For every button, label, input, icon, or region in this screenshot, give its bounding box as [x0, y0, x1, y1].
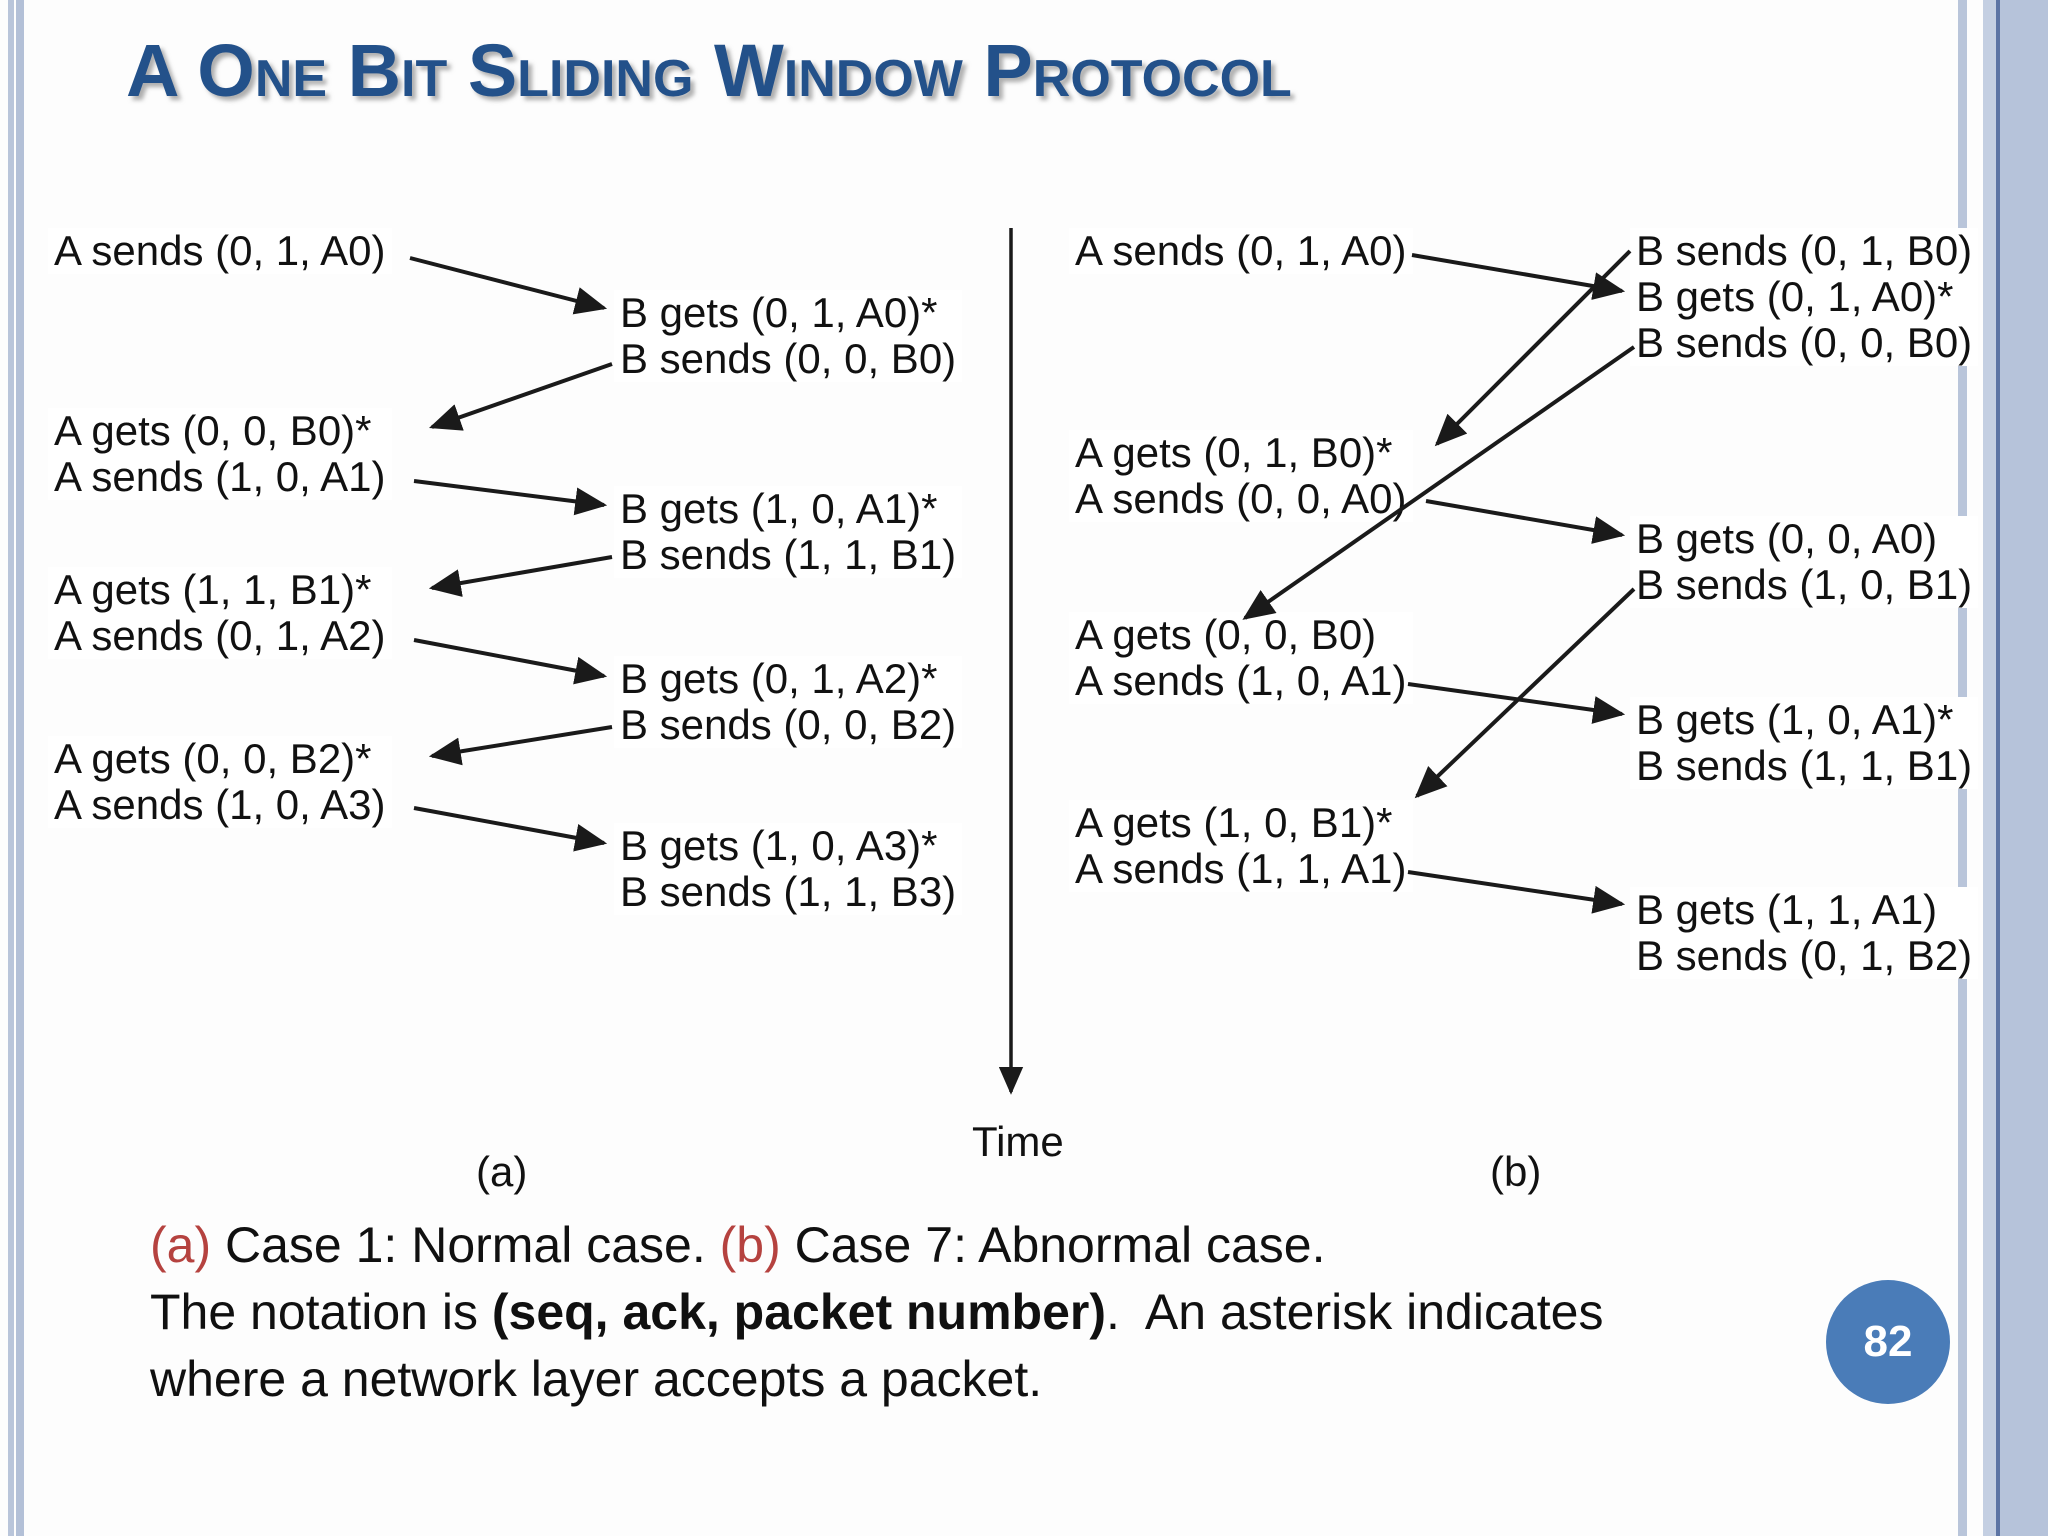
message-line: A gets (1, 0, B1)*: [1075, 799, 1393, 846]
message-line: B gets (0, 1, A0)*: [1636, 273, 1954, 320]
panel-a-host-b-block-1: B gets (0, 1, A0)* B sends (0, 0, B0): [614, 289, 963, 382]
message-line: B gets (1, 0, A1)*: [1636, 696, 1954, 743]
message-line: A sends (1, 0, A3): [54, 781, 386, 828]
caption-text: Case 1: Normal case.: [211, 1217, 720, 1273]
panel-b-host-a-block-1: A sends (0, 1, A0): [1069, 228, 1413, 274]
panel-a-host-a-block-1: A sends (0, 1, A0): [48, 228, 392, 274]
left-edge-bar-outer: [8, 0, 14, 1536]
arrow-a5-a-to-b: [413, 638, 608, 685]
panel-b-host-b-block-1: B sends (0, 1, B0) B gets (0, 1, A0)* B …: [1630, 227, 1979, 366]
caption-text: Case 7: Abnormal case.: [780, 1217, 1326, 1273]
panel-a-host-b-block-4: B gets (1, 0, A3)* B sends (1, 1, B3): [614, 822, 963, 915]
arrow-a3-a-to-b: [413, 479, 608, 516]
panel-b-host-b-block-3: B gets (1, 0, A1)* B sends (1, 1, B1): [1630, 696, 1979, 789]
panel-b-host-a-block-2: A gets (0, 1, B0)* A sends (0, 0, A0): [1069, 430, 1413, 522]
time-axis-label: Time: [972, 1118, 1064, 1165]
panel-a-host-b-block-2: B gets (1, 0, A1)* B sends (1, 1, B1): [614, 485, 963, 578]
message-line: B sends (0, 1, B0): [1636, 227, 1973, 274]
panel-b-label: (b): [1490, 1148, 1542, 1195]
panel-a-host-a-block-4: A gets (0, 0, B2)* A sends (1, 0, A3): [48, 736, 392, 828]
panel-b-host-a-block-3: A gets (0, 0, B0) A sends (1, 0, A1): [1069, 612, 1413, 704]
message-line: B sends (0, 0, B0): [1636, 319, 1973, 366]
arrow-a1-a-to-b: [409, 256, 608, 315]
panel-a-label: (a): [476, 1148, 528, 1195]
message-line: A gets (0, 0, B0)*: [54, 407, 372, 454]
arrow-b5-a-to-b: [1407, 682, 1626, 724]
caption-text: The notation is: [150, 1284, 492, 1340]
message-line: A gets (1, 1, B1)*: [54, 566, 372, 613]
panel-a-host-a-block-3: A gets (1, 1, B1)* A sends (0, 1, A2): [48, 567, 392, 659]
arrow-b2-b-to-a: [1434, 249, 1632, 447]
page-number-badge: 82: [1826, 1280, 1950, 1404]
message-line: A sends (0, 1, A0): [54, 227, 386, 274]
message-line: B gets (0, 1, A2)*: [620, 655, 938, 702]
message-line: B sends (0, 0, B2): [620, 701, 957, 748]
panel-b-host-b-block-4: B gets (1, 1, A1) B sends (0, 1, B2): [1630, 886, 1979, 979]
arrow-b7-a-to-b: [1407, 870, 1626, 914]
arrow-a6-b-to-a: [428, 725, 613, 766]
page-number: 82: [1863, 1317, 1913, 1366]
message-line: B gets (1, 0, A3)*: [620, 822, 938, 869]
message-line: B gets (1, 0, A1)*: [620, 485, 938, 532]
left-edge-bar-inner: [16, 0, 24, 1536]
caption-marker-a: (a): [150, 1217, 212, 1273]
right-edge-band-line: [1996, 0, 2000, 1536]
panel-b-host-b-block-2: B gets (0, 0, A0) B sends (1, 0, B1): [1630, 515, 1979, 608]
caption-line-3: where a network layer accepts a packet.: [150, 1351, 1043, 1407]
message-line: B sends (0, 1, B2): [1636, 932, 1973, 979]
right-edge-band: [1983, 0, 2048, 1536]
arrow-b3-a-to-b: [1425, 499, 1626, 544]
arrow-a7-a-to-b: [413, 806, 608, 852]
message-line: B sends (1, 1, B3): [620, 868, 957, 915]
message-line: A sends (0, 1, A2): [54, 612, 386, 659]
right-edge-band-right: [2000, 0, 2048, 1536]
message-line: A sends (0, 0, A0): [1075, 475, 1407, 522]
arrow-a4-b-to-a: [428, 555, 613, 597]
message-line: A gets (0, 0, B0): [1075, 611, 1377, 658]
message-line: A sends (1, 0, A1): [54, 453, 386, 500]
caption-line-1: (a) Case 1: Normal case. (b) Case 7: Abn…: [150, 1212, 1603, 1279]
panel-a-host-b-block-3: B gets (0, 1, A2)* B sends (0, 0, B2): [614, 655, 963, 748]
message-line: A sends (1, 1, A1): [1075, 845, 1407, 892]
caption-marker-b: (b): [719, 1217, 781, 1273]
message-line: B sends (1, 1, B1): [620, 531, 957, 578]
message-line: A sends (0, 1, A0): [1075, 227, 1407, 274]
caption-text: . An asterisk indicates: [1106, 1284, 1604, 1340]
slide-title: A One Bit Sliding Window Protocol: [126, 29, 1292, 112]
panel-b-host-a-block-4: A gets (1, 0, B1)* A sends (1, 1, A1): [1069, 800, 1413, 892]
message-line: A gets (0, 0, B2)*: [54, 735, 372, 782]
arrow-b1-a-to-b: [1411, 253, 1626, 300]
caption-notation: (seq, ack, packet number): [491, 1284, 1106, 1340]
message-line: B gets (0, 1, A0)*: [620, 289, 938, 336]
message-line: A gets (0, 1, B0)*: [1075, 429, 1393, 476]
message-line: B gets (1, 1, A1): [1636, 886, 1938, 933]
message-line: B gets (0, 0, A0): [1636, 515, 1938, 562]
arrow-a2-b-to-a: [428, 362, 613, 431]
message-line: B sends (1, 1, B1): [1636, 742, 1973, 789]
message-line: B sends (0, 0, B0): [620, 335, 957, 382]
message-line: B sends (1, 0, B1): [1636, 561, 1973, 608]
figure-caption: (a) Case 1: Normal case. (b) Case 7: Abn…: [150, 1212, 1603, 1413]
message-line: A sends (1, 0, A1): [1075, 657, 1407, 704]
panel-a-host-a-block-2: A gets (0, 0, B0)* A sends (1, 0, A1): [48, 408, 392, 500]
arrow-b6-b-to-a: [1414, 587, 1636, 799]
caption-line-2: The notation is (seq, ack, packet number…: [150, 1279, 1603, 1346]
